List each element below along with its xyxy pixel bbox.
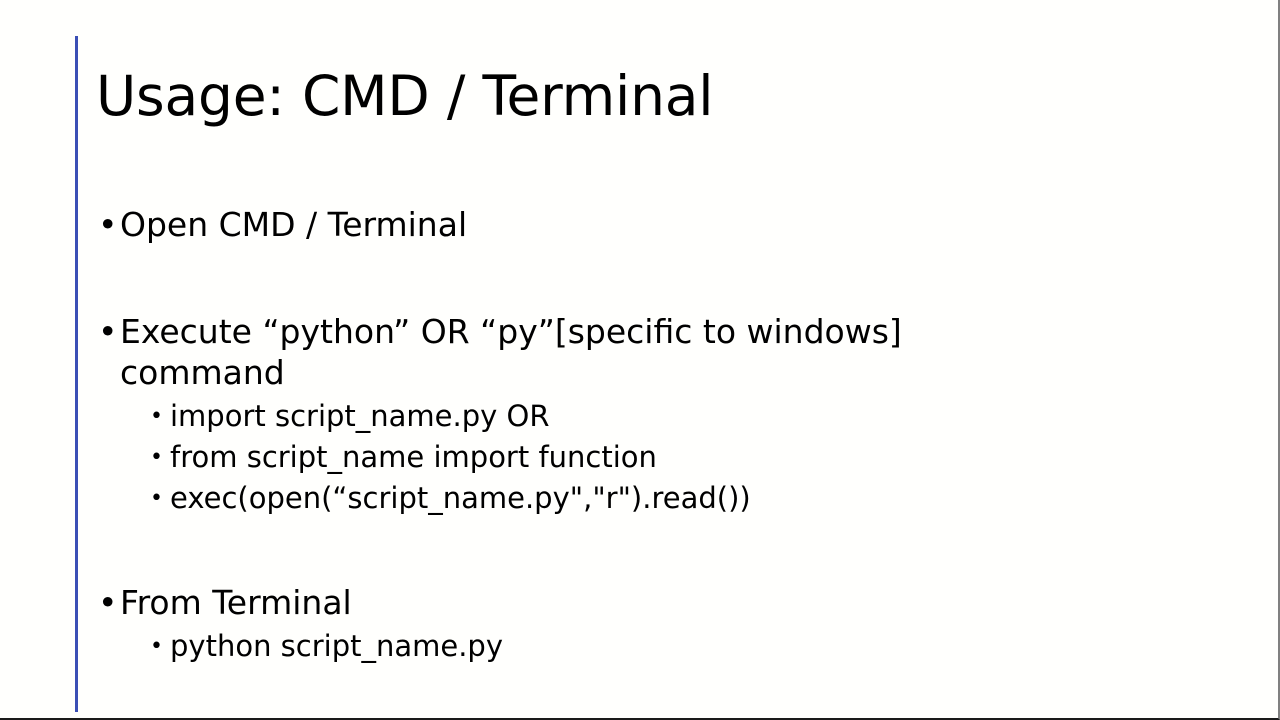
spacer: [96, 519, 1216, 582]
bullet-item-from-terminal: • From Terminal: [96, 582, 1050, 623]
sub-bullet-item-python-script: • python script_name.py: [150, 626, 1216, 667]
sub-bullet-item-import: • import script_name.py OR: [150, 396, 1216, 437]
bullet-text: From Terminal: [120, 583, 352, 622]
sub-bullet-text: python script_name.py: [170, 629, 504, 663]
bullet-dot-icon: •: [98, 312, 118, 351]
sub-bullet-dot-icon: •: [150, 634, 163, 659]
sub-bullet-item-from-import: • from script_name import function: [150, 437, 1216, 478]
bullet-dot-icon: •: [98, 205, 118, 244]
sub-bullet-dot-icon: •: [150, 486, 163, 511]
slide-title: Usage: CMD / Terminal: [96, 63, 714, 128]
sub-bullet-dot-icon: •: [150, 404, 163, 429]
spacer: [96, 245, 1216, 311]
sub-bullet-group-execute: • import script_name.py OR • from script…: [96, 396, 1216, 519]
sub-bullet-text: exec(open(“script_name.py","r").read()): [170, 481, 751, 515]
bullet-text: Execute “python” OR “py”[specific to win…: [120, 312, 902, 392]
sub-bullet-dot-icon: •: [150, 445, 163, 470]
sub-bullet-text: import script_name.py OR: [170, 399, 550, 433]
bullet-dot-icon: •: [98, 583, 118, 622]
bullet-item-open-cmd: • Open CMD / Terminal: [96, 204, 1050, 245]
accent-vertical-rule: [75, 36, 78, 712]
bullet-item-execute-python: • Execute “python” OR “py”[specific to w…: [96, 311, 1050, 393]
sub-bullet-item-exec-open: • exec(open(“script_name.py","r").read()…: [150, 478, 1216, 519]
sub-bullet-text: from script_name import function: [170, 440, 657, 474]
bullet-text: Open CMD / Terminal: [120, 205, 468, 244]
slide-body: • Open CMD / Terminal • Execute “python”…: [96, 204, 1216, 667]
sub-bullet-group-terminal: • python script_name.py: [96, 626, 1216, 667]
